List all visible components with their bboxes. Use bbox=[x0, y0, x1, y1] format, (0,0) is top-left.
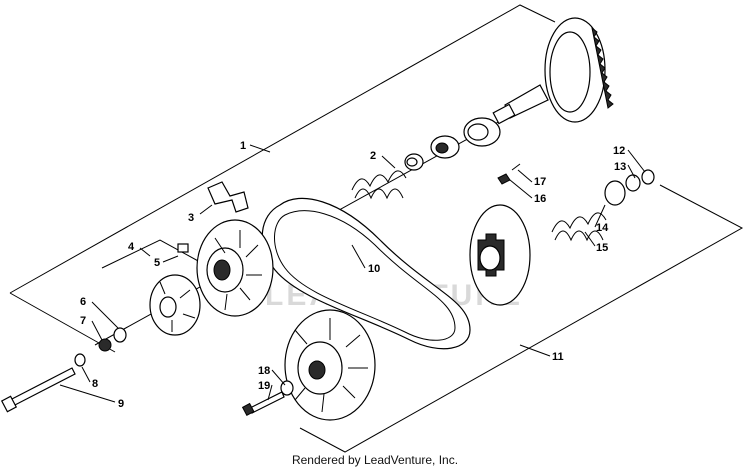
bolt-19 bbox=[241, 391, 285, 416]
callout-5: 5 bbox=[154, 257, 160, 269]
assembly-11-bracket bbox=[299, 184, 744, 453]
callout-19: 19 bbox=[258, 380, 270, 392]
leader-lines bbox=[59, 144, 646, 403]
weight bbox=[177, 243, 189, 253]
callout-2: 2 bbox=[370, 150, 376, 162]
callout-17: 17 bbox=[534, 176, 546, 188]
bushing bbox=[430, 135, 460, 159]
spring-upper bbox=[351, 170, 407, 200]
footer-credit: Rendered by LeadVenture, Inc. bbox=[291, 453, 459, 467]
spring-lower bbox=[551, 212, 607, 242]
cam-arm bbox=[207, 181, 249, 213]
callout-11: 11 bbox=[552, 351, 564, 363]
callout-14: 14 bbox=[596, 222, 609, 234]
callout-4: 4 bbox=[128, 241, 135, 253]
callout-1: 1 bbox=[240, 140, 246, 152]
spacer bbox=[404, 153, 424, 171]
nut-7 bbox=[98, 338, 112, 352]
callout-6: 6 bbox=[80, 296, 86, 308]
callout-9: 9 bbox=[118, 398, 124, 410]
fixed-sheave bbox=[492, 17, 614, 125]
callout-10: 10 bbox=[368, 263, 380, 275]
driven-clutch-sheave bbox=[284, 309, 376, 421]
assembly-1-bracket bbox=[9, 4, 556, 353]
callout-15: 15 bbox=[596, 242, 608, 254]
callout-7: 7 bbox=[80, 315, 86, 327]
callout-8: 8 bbox=[92, 378, 98, 390]
helix-sheave bbox=[469, 204, 531, 306]
spider bbox=[149, 274, 201, 336]
bolt-9 bbox=[0, 367, 76, 413]
drive-clutch-sheave bbox=[196, 219, 274, 317]
drive-belt bbox=[261, 197, 471, 350]
callout-12: 12 bbox=[613, 145, 625, 157]
retainer-ring bbox=[604, 180, 626, 206]
callout-labels: 1 2 3 4 5 6 7 8 9 10 11 12 13 14 15 16 1… bbox=[80, 140, 626, 410]
callout-13: 13 bbox=[614, 161, 626, 173]
screw-16 bbox=[497, 173, 511, 185]
snap-ring-12 bbox=[641, 169, 655, 185]
pin-17 bbox=[511, 163, 521, 171]
washer-6 bbox=[113, 327, 127, 343]
callout-18: 18 bbox=[258, 365, 270, 377]
callout-3: 3 bbox=[188, 212, 194, 224]
washer-13 bbox=[625, 174, 641, 192]
bearing bbox=[463, 117, 501, 147]
washer-8 bbox=[74, 353, 86, 367]
callout-16: 16 bbox=[534, 193, 546, 205]
assembly-4-bracket bbox=[101, 239, 201, 269]
